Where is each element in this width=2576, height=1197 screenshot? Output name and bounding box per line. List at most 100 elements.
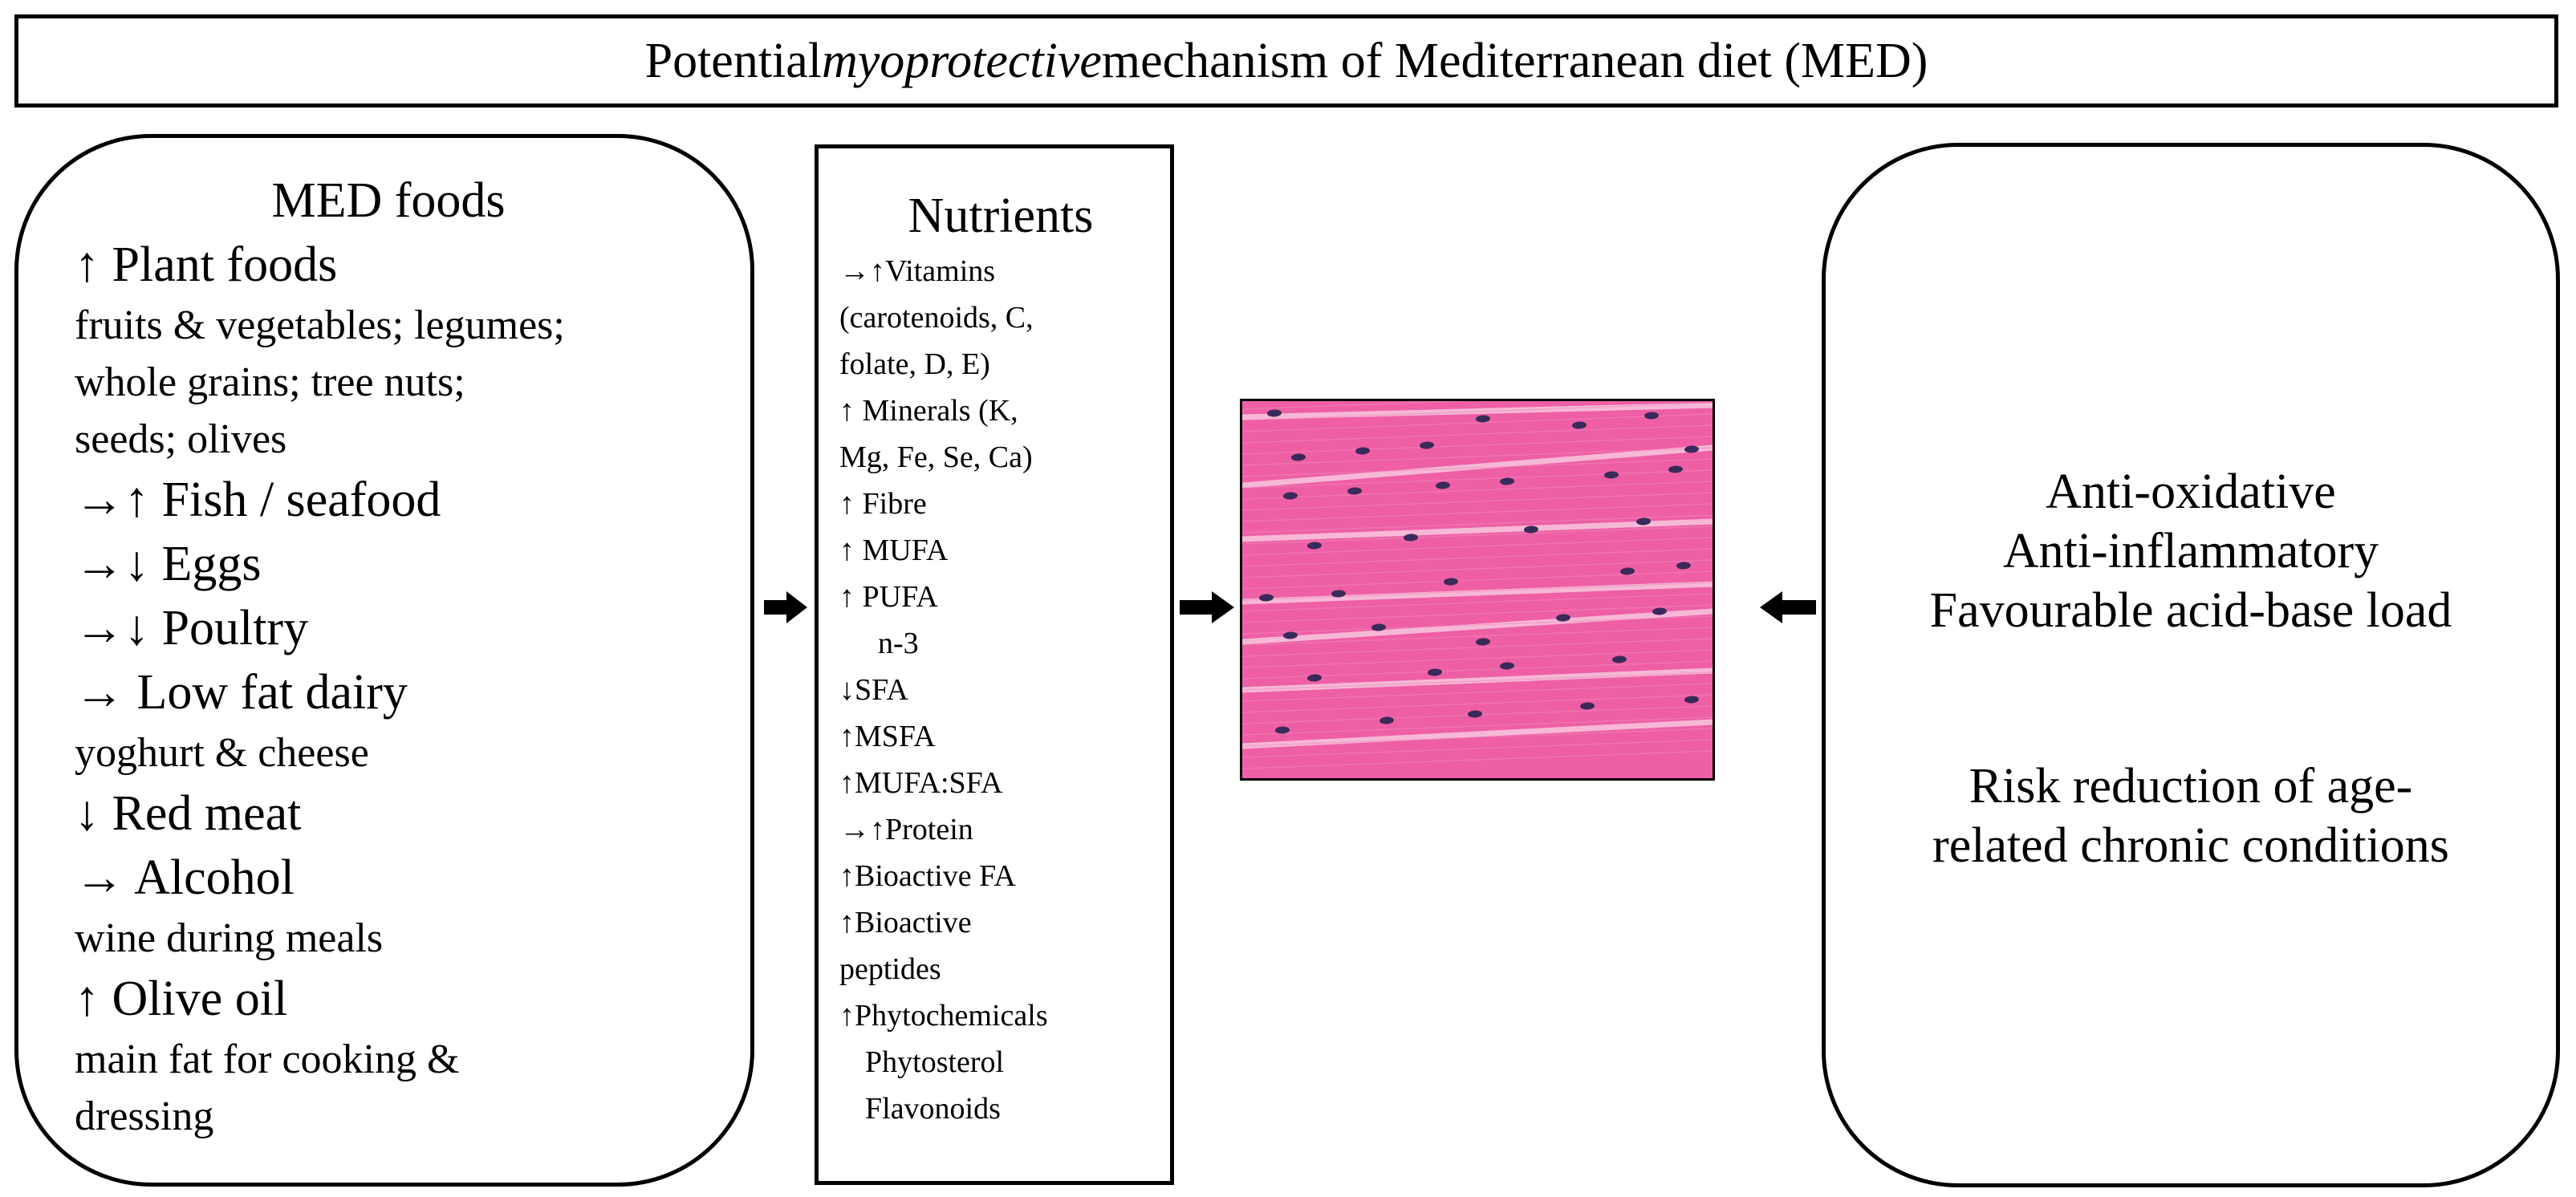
med-food-line: whole grains; tree nuts;	[75, 359, 465, 405]
muscle-striation	[1242, 525, 1713, 545]
med-food-line: wine during meals	[75, 915, 384, 961]
muscle-striation	[1242, 413, 1713, 432]
muscle-striation	[1242, 660, 1713, 680]
muscle-striation	[1242, 750, 1713, 769]
nutrient-line: Phytosterol	[865, 1045, 1005, 1079]
muscle-nucleus	[1524, 525, 1538, 534]
muscle-nucleus	[1468, 710, 1482, 718]
muscle-nucleus	[1283, 631, 1298, 639]
muscle-striation	[1242, 402, 1713, 421]
nutrient-line: (carotenoids, C,	[839, 301, 1034, 335]
muscle-nucleus	[1428, 668, 1442, 676]
nutrient-line: ↑Bioactive	[839, 906, 972, 939]
muscle-fibre-boundary	[1242, 608, 1713, 645]
muscle-striation	[1242, 469, 1713, 489]
muscle-nucleus	[1572, 421, 1587, 429]
nutrient-line: →↑Vitamins	[839, 254, 996, 288]
muscle-nucleus	[1291, 453, 1306, 461]
med-food-line: seeds; olives	[75, 416, 287, 462]
med-food-line: →↓ Poultry	[75, 601, 309, 655]
muscle-striation	[1242, 401, 1473, 410]
muscle-nucleus	[1636, 517, 1651, 525]
nutrient-line: Mg, Fe, Se, Ca)	[839, 440, 1033, 474]
nutrient-line: ↑MUFA:SFA	[839, 766, 1003, 800]
nutrient-line: ↓SFA	[839, 673, 908, 707]
muscle-striation	[1242, 447, 1713, 466]
effects-box: Anti-oxidative Anti-inflammatory Favoura…	[1822, 143, 2560, 1187]
muscle-nucleus	[1420, 441, 1434, 449]
muscle-nucleus	[1307, 674, 1322, 682]
muscle-striation	[1242, 582, 1713, 601]
muscle-striation	[1242, 436, 1713, 455]
nutrient-line: ↑ Minerals (K,	[839, 394, 1018, 428]
effect-acid-base-load: Favourable acid-base load	[1929, 583, 2452, 638]
effect-risk-reduction-line2: related chronic conditions	[1932, 818, 2449, 873]
effect-risk-reduction-line1: Risk reduction of age-	[1969, 759, 2413, 814]
effect-anti-oxidative: Anti-oxidative	[2046, 465, 2336, 519]
nutrient-line: peptides	[839, 952, 941, 986]
muscle-nucleus	[1267, 409, 1282, 417]
muscle-nucleus	[1500, 662, 1514, 670]
muscle-nucleus	[1331, 590, 1346, 598]
muscle-nucleus	[1652, 607, 1667, 615]
muscle-histology-image	[1240, 399, 1715, 781]
muscle-nucleus	[1556, 614, 1570, 622]
med-food-line: yoghurt & cheese	[75, 730, 369, 776]
muscle-nucleus	[1684, 696, 1699, 704]
muscle-striation	[1242, 570, 1713, 590]
muscle-striation	[1242, 649, 1713, 668]
muscle-nucleus	[1347, 487, 1362, 495]
muscle-nucleus	[1476, 415, 1490, 423]
muscle-nucleus	[1307, 542, 1322, 550]
nutrient-line: Flavonoids	[865, 1092, 1001, 1126]
muscle-nucleus	[1676, 562, 1691, 570]
muscle-striation	[1242, 593, 1713, 612]
muscle-striation	[1242, 604, 1713, 623]
muscle-nucleus	[1668, 465, 1683, 473]
muscle-striation	[1242, 627, 1713, 646]
muscle-striation	[1242, 458, 1713, 477]
effect-anti-inflammatory: Anti-inflammatory	[2002, 524, 2379, 578]
muscle-nucleus	[1476, 638, 1490, 646]
muscle-background	[1242, 401, 1713, 778]
muscle-striation	[1242, 537, 1713, 556]
title-italic: myoprotective	[822, 33, 1102, 88]
med-food-line: →↓ Eggs	[75, 537, 262, 591]
nutrients-title: Nutrients	[908, 189, 1094, 243]
nutrient-line: folate, D, E)	[839, 347, 990, 381]
muscle-striation	[1242, 615, 1713, 635]
nutrient-line: n-3	[878, 627, 919, 660]
muscle-fibre-boundary	[1242, 444, 1713, 489]
muscle-nucleus	[1436, 481, 1450, 489]
muscle-striation	[1242, 638, 1713, 657]
nutrient-line: ↑Bioactive FA	[839, 859, 1016, 893]
med-food-line: dressing	[75, 1094, 214, 1139]
muscle-nucleus	[1355, 447, 1370, 455]
muscle-striation	[1242, 492, 1713, 511]
nutrient-line: ↑ MUFA	[839, 534, 949, 567]
diagram-title: Potential myoprotective mechanism of Med…	[14, 14, 2558, 108]
muscle-fibre-boundary	[1242, 719, 1713, 749]
muscle-striation	[1242, 716, 1713, 736]
muscle-striation	[1242, 672, 1713, 691]
muscle-nucleus	[1259, 594, 1274, 602]
arrow-right-icon	[1180, 591, 1234, 623]
muscle-striation	[1242, 559, 1713, 578]
muscle-striation	[1242, 503, 1713, 522]
muscle-striation	[1242, 694, 1713, 713]
muscle-nucleus	[1580, 702, 1595, 710]
muscle-striation	[1242, 481, 1713, 500]
med-food-line: →↑ Fish / seafood	[75, 473, 441, 527]
muscle-nucleus	[1379, 716, 1394, 724]
muscle-striation	[1242, 424, 1713, 444]
nutrient-line: ↑ PUFA	[839, 580, 938, 614]
med-food-line: main fat for cooking &	[75, 1037, 460, 1082]
nutrients-box: Nutrients →↑Vitamins (carotenoids, C, fola…	[815, 144, 1174, 1185]
muscle-nucleus	[1275, 726, 1290, 734]
muscle-striation	[1242, 683, 1713, 702]
med-food-line: → Alcohol	[75, 850, 295, 905]
nutrients-list: →↑Vitamins (carotenoids, C, folate, D, E) ↑…	[839, 248, 1162, 1132]
muscle-fibre-boundary	[1242, 581, 1713, 605]
